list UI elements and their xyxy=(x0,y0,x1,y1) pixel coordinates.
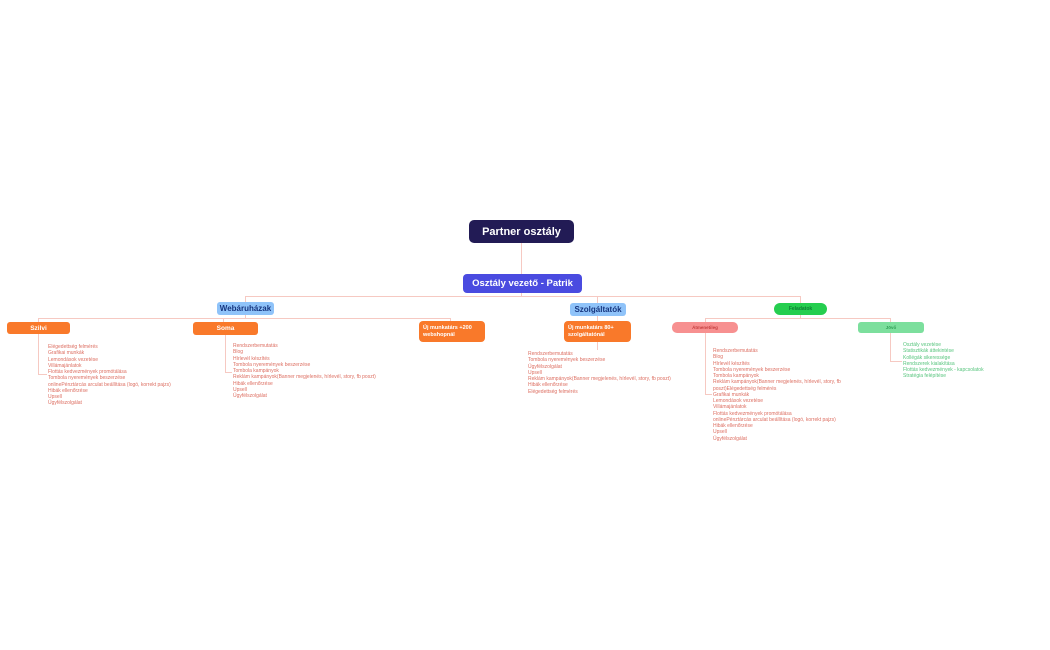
task-item[interactable]: Lemondások vezetése xyxy=(48,356,99,363)
task-item[interactable]: Tombola nyeremények beszerzése xyxy=(713,366,791,373)
task-item[interactable]: Statisztikák áttekintése xyxy=(903,348,954,355)
node-member-new-hire-webshops[interactable]: Új munkatárs +200 webshopnál xyxy=(419,321,485,342)
node-root-title[interactable]: Partner osztály xyxy=(469,220,574,243)
task-item[interactable]: onlinePénztárcás arculat beállítása (log… xyxy=(713,416,836,423)
task-item[interactable]: Elégedettség felmérés xyxy=(48,344,98,350)
connector-line xyxy=(225,335,226,372)
task-item[interactable]: Stratégia felépítése xyxy=(903,373,947,380)
connector-line xyxy=(597,342,598,350)
node-group-providers[interactable]: Szolgáltatók xyxy=(570,303,626,316)
connector-line xyxy=(245,315,246,319)
node-manager[interactable]: Osztály vezető - Patrik xyxy=(463,274,582,293)
task-item[interactable]: Elégedettség felmérés xyxy=(528,388,578,395)
connector-line xyxy=(245,296,246,303)
node-temporary[interactable]: Átmenetileg xyxy=(672,322,738,333)
task-item[interactable]: Rendszerbemutatás xyxy=(528,351,573,357)
task-item[interactable]: Hírlevél készítés xyxy=(713,360,750,367)
task-item[interactable]: Flottás kedvezmények promótálása xyxy=(713,410,792,417)
node-member-new-hire-providers[interactable]: Új munkatárs 80+ szolgáltatónál xyxy=(564,321,631,342)
task-item[interactable]: Upsell xyxy=(713,429,727,436)
task-item[interactable]: Villámajánlatok xyxy=(48,362,82,369)
task-item[interactable]: Ügyfélszolgálat xyxy=(528,363,562,370)
task-item[interactable]: Hírlevél készítés xyxy=(233,355,270,362)
connector-line xyxy=(38,334,39,374)
connector-line xyxy=(705,318,706,323)
task-item[interactable]: Hibák ellenőrzése xyxy=(713,423,753,429)
connector-line xyxy=(705,318,891,319)
connector-line xyxy=(705,394,712,395)
connector-line xyxy=(597,316,598,322)
task-item[interactable]: Rendszerbemutatás xyxy=(713,348,758,354)
connector-line xyxy=(597,296,598,304)
connector-line xyxy=(223,318,224,323)
task-item[interactable]: poszt)Elégedettség felmérés xyxy=(713,385,777,392)
connector-line xyxy=(890,318,891,323)
task-item[interactable]: Hibák ellenőrzése xyxy=(528,382,568,389)
connector-line xyxy=(225,372,232,373)
task-item[interactable]: Villámajánlatok xyxy=(713,404,747,411)
connector-line xyxy=(38,374,47,375)
task-item[interactable]: Rendszerbemutatás xyxy=(233,343,278,349)
task-item[interactable]: Grafikai munkák xyxy=(713,391,750,398)
task-item[interactable]: Lemondások vezetése xyxy=(713,398,764,404)
task-item[interactable]: onlinePénztárcás arculat beállítása (log… xyxy=(48,381,171,388)
connector-line xyxy=(38,318,39,323)
task-item[interactable]: Flottás kedvezmények - kapcsolatok xyxy=(903,367,984,373)
node-group-webshops[interactable]: Webáruházak xyxy=(217,302,274,315)
node-group-tasks[interactable]: Feladatok xyxy=(774,303,827,315)
task-item[interactable]: Hibák ellenőrzése xyxy=(48,387,88,394)
task-item[interactable]: Hibák ellenőrzése xyxy=(233,380,273,387)
task-item[interactable]: Upsell xyxy=(528,369,542,376)
connector-line xyxy=(245,296,801,297)
node-member-szilvi[interactable]: Szilvi xyxy=(7,322,70,334)
task-item[interactable]: Tombola nyeremények beszerzése xyxy=(233,361,311,368)
connector-line xyxy=(38,318,451,319)
task-item[interactable]: Flottás kedvezmények promótálása xyxy=(48,369,127,375)
task-item[interactable]: Reklám kampányok(Banner megjelenés, hírl… xyxy=(233,374,376,381)
connector-line xyxy=(890,333,891,361)
task-item[interactable]: Kollégák sikeressége xyxy=(903,354,951,361)
task-item[interactable]: Ügyfélszolgálat xyxy=(233,393,267,399)
node-member-soma[interactable]: Soma xyxy=(193,322,258,335)
task-item[interactable]: Ügyfélszolgálat xyxy=(48,400,82,407)
connector-line xyxy=(890,361,902,362)
task-item[interactable]: Tombola nyeremények beszerzése xyxy=(528,357,606,364)
task-item[interactable]: Tombola kampányok xyxy=(233,368,279,374)
task-item[interactable]: Osztály vezetése xyxy=(903,342,942,348)
connector-line xyxy=(800,315,801,319)
task-item[interactable]: Tombola nyeremények beszerzése xyxy=(48,375,126,382)
task-item[interactable]: Tombola kampányok xyxy=(713,373,759,379)
connector-line xyxy=(521,243,522,274)
task-item[interactable]: Grafikai munkák xyxy=(48,350,85,357)
connector-line xyxy=(705,333,706,394)
task-item[interactable]: Upsell xyxy=(48,394,62,400)
task-item[interactable]: Blog xyxy=(713,354,724,361)
task-item[interactable]: Upsell xyxy=(233,386,247,393)
task-item[interactable]: Rendszerek kialakítása xyxy=(903,360,955,367)
task-item[interactable]: Ügyfélszolgálat xyxy=(713,435,747,442)
connector-line xyxy=(800,296,801,304)
task-item[interactable]: Reklám kampányok(Banner megjelenés, hírl… xyxy=(528,376,671,382)
task-item[interactable]: Reklám kampányok(Banner megjelenés, hírl… xyxy=(713,379,841,386)
task-item[interactable]: Blog xyxy=(233,349,244,356)
connector-line xyxy=(450,318,451,322)
connector-line xyxy=(521,293,522,297)
node-future[interactable]: Jövő xyxy=(858,322,924,333)
